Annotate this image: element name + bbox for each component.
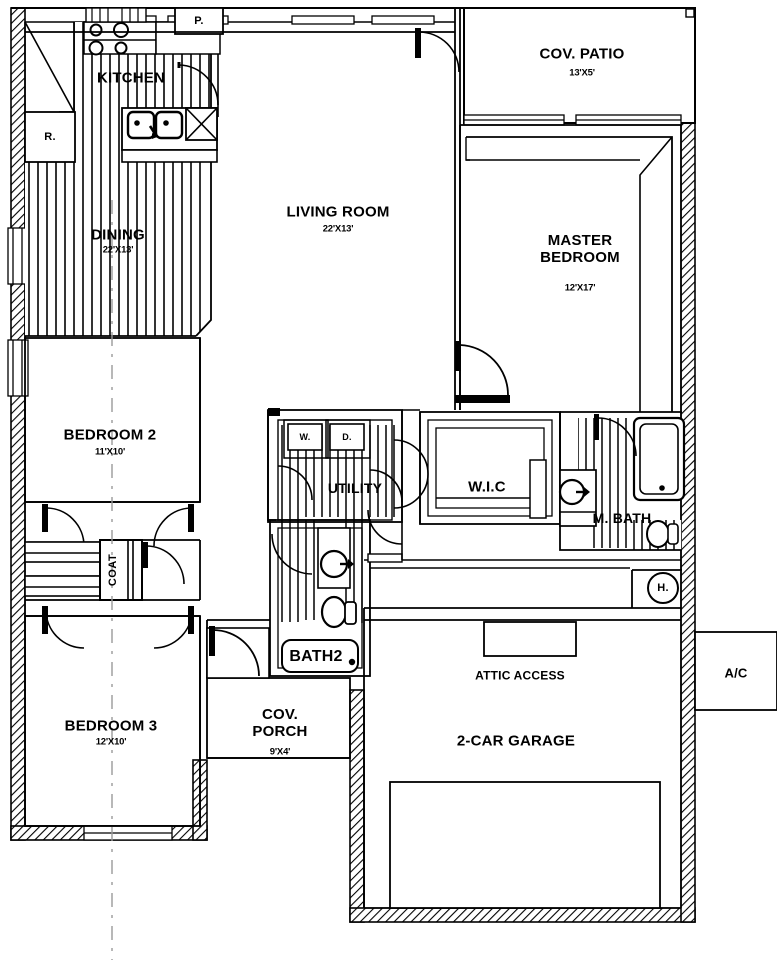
room-dim-cov-patio: 13'X5' — [569, 67, 595, 79]
dryer-label: D. — [342, 431, 352, 442]
garage-service-door — [367, 553, 403, 563]
cov-patio-outline — [463, 7, 696, 124]
ac-unit — [694, 631, 777, 711]
closet-shelving — [24, 541, 104, 597]
attic-access-label: ATTIC ACCESS — [475, 668, 565, 683]
room-label-bedroom-3: BEDROOM 3 — [64, 717, 158, 735]
master-bedroom-walls — [459, 124, 681, 412]
misc-partitions — [268, 408, 561, 560]
ac-unit-label: A/C — [724, 665, 748, 681]
room-label-wic: W.I.C — [468, 478, 506, 496]
room-label-bath2: BATH2 — [289, 648, 343, 666]
room-label-garage: 2-CAR GARAGE — [456, 732, 576, 750]
room-label-utility: UTILITY — [327, 480, 383, 497]
water-heater-label: H. — [657, 581, 669, 594]
wic-area — [419, 411, 561, 525]
room-dim-bedroom-3: 12'X10' — [95, 736, 127, 748]
coat-closet — [99, 539, 143, 601]
pantry-icon — [174, 7, 224, 35]
bath2-area — [269, 519, 371, 677]
room-label-dining: DINING — [91, 226, 145, 244]
room-dim-cov-porch: 9'X4' — [269, 746, 291, 758]
bedroom3-walls — [24, 606, 201, 827]
kitchen-island — [121, 107, 218, 163]
room-dim-master-bedroom: 12'X17' — [564, 282, 596, 294]
cov-porch-walls — [206, 619, 351, 759]
room-label-master-bedroom: MASTER BEDROOM — [540, 232, 620, 266]
pantry-label: P. — [194, 14, 204, 27]
cooktop-icon — [85, 7, 147, 56]
room-label-living-room: LIVING ROOM — [286, 203, 390, 221]
room-label-kitchen: KITCHEN — [96, 69, 166, 87]
master-bath-area — [558, 411, 686, 608]
room-dim-dining: 22'X13' — [102, 244, 134, 256]
room-dim-living-room: 22'X13' — [322, 223, 354, 235]
room-dim-bedroom-2: 11'X10' — [94, 446, 126, 458]
refrigerator-label: R. — [44, 130, 56, 143]
coat-closet-label: COAT — [106, 553, 119, 587]
room-label-m-bath: M. BATH — [592, 510, 652, 527]
master-door — [455, 341, 510, 403]
room-label-cov-patio: COV. PATIO — [539, 45, 625, 63]
refrigerator-icon — [24, 111, 76, 163]
room-label-cov-porch: COV. PORCH — [252, 706, 308, 740]
room-label-bedroom-2: BEDROOM 2 — [63, 426, 157, 444]
washer-label: W. — [299, 431, 311, 442]
garage-walls — [363, 559, 681, 909]
drawing-root — [7, 7, 777, 960]
